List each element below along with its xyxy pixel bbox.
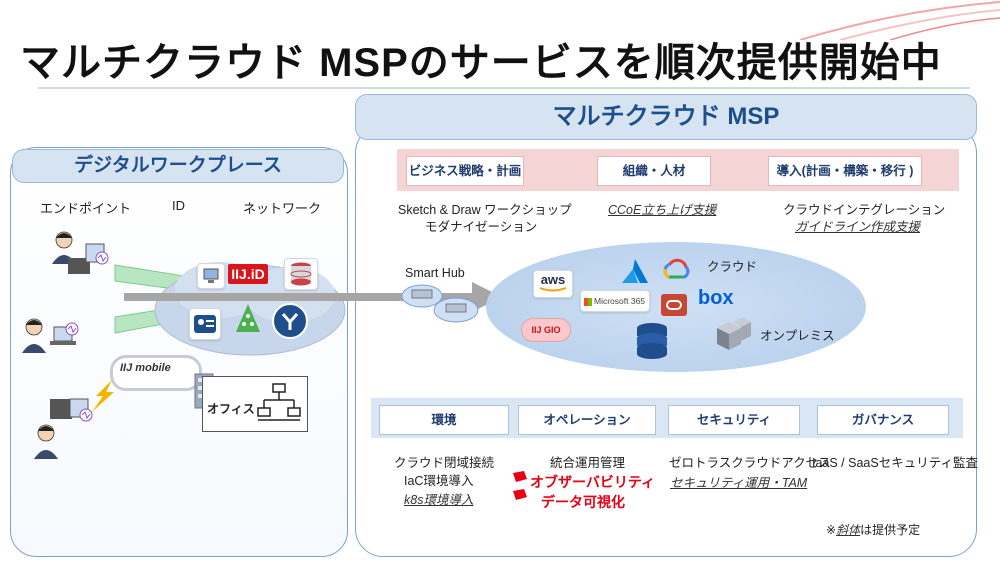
env-desc-3: k8s環境導入 (404, 493, 474, 507)
footnote: ※斜体は提供予定 (826, 521, 920, 538)
category-endpoint: エンドポイント (40, 201, 132, 216)
box-business-strategy: ビジネス戦略・計画 (406, 156, 524, 186)
box-operations: オペレーション (518, 405, 656, 435)
ops-desc-1: 統合運用管理 (550, 456, 626, 470)
ms365-text: Microsoft 365 (594, 296, 646, 306)
database-stack-icon (637, 323, 667, 359)
ms365-logo: Microsoft 365 (580, 290, 650, 312)
env-desc-1: クラウド閉域接続 (394, 456, 495, 470)
env-desc-2: IaC環境導入 (404, 474, 474, 488)
category-network: ネットワーク (243, 201, 322, 216)
network-device-icon (189, 308, 221, 340)
onprem-label: オンプレミス (760, 329, 835, 343)
box-security: セキュリティ (668, 405, 800, 435)
title-divider (38, 87, 970, 89)
box-governance: ガバナンス (817, 405, 949, 435)
multicloud-msp-header: マルチクラウド MSP (355, 94, 977, 140)
iijid-logo: IIJ.iD (228, 264, 268, 284)
category-id: ID (172, 198, 185, 213)
highlight-marker-icon (513, 471, 527, 500)
org-desc-1: CCoE立ち上げ支援 (608, 203, 717, 217)
azure-icon (622, 259, 648, 283)
footnote-suffix: は提供予定 (860, 523, 921, 537)
footnote-italic-word: 斜体 (836, 523, 861, 537)
aws-text: aws (540, 272, 566, 287)
intro-desc-1: クラウドインテグレーション (783, 203, 946, 217)
user-laptop-icon (22, 318, 79, 353)
sec-desc-2: セキュリティ運用・TAM (670, 476, 808, 490)
triangle-network-icon (234, 302, 262, 336)
gov-desc-1: IaaS / SaaSセキュリティ監査 (812, 456, 978, 470)
iij-gio-logo: IIJ GIO (521, 318, 571, 342)
corner-decoration (799, 1, 1000, 40)
oracle-icon (661, 294, 687, 316)
lan-topology-icon (257, 383, 301, 421)
ops-desc-data-visualization: データ可視化 (541, 494, 625, 510)
smart-hub-icon (401, 284, 479, 323)
digital-workplace-header: デジタルワークプレース (12, 149, 344, 183)
aws-logo: aws (533, 270, 573, 298)
box-logo: box (698, 287, 734, 309)
smart-hub-label: Smart Hub (405, 266, 465, 280)
database-icon (284, 258, 318, 290)
mobile-user-icon (34, 398, 93, 459)
user-pc-icon (52, 231, 109, 274)
intro-desc-2: ガイドライン作成支援 (795, 220, 921, 234)
box-environment: 環境 (379, 405, 509, 435)
office-box (202, 376, 308, 432)
server-rack-icon (717, 317, 751, 350)
cloud-label: クラウド (707, 260, 758, 274)
office-label: オフィス (207, 402, 255, 416)
sec-desc-1: ゼロトラスクラウドアクセス (669, 456, 831, 470)
strategy-desc-1: Sketch & Draw ワークショップ (398, 203, 572, 217)
strategy-desc-2: モダナイゼーション (425, 220, 538, 234)
google-cloud-icon (663, 258, 690, 279)
iij-mobile-label: IIJ mobile (120, 362, 171, 374)
router-icon (272, 303, 308, 339)
box-organization: 組織・人材 (597, 156, 711, 186)
iij-mobile-badge (110, 355, 202, 391)
digital-workplace-panel (10, 147, 348, 557)
box-introduction: 導入(計画・構築・移行 ) (768, 156, 922, 186)
ops-desc-observability: オブザーバビリティ (530, 474, 656, 490)
slide-title: マルチクラウド MSPのサービスを順次提供開始中 (20, 41, 942, 85)
footnote-prefix: ※ (826, 523, 837, 537)
computer-icon (197, 263, 225, 289)
lightning-icon (92, 380, 114, 412)
